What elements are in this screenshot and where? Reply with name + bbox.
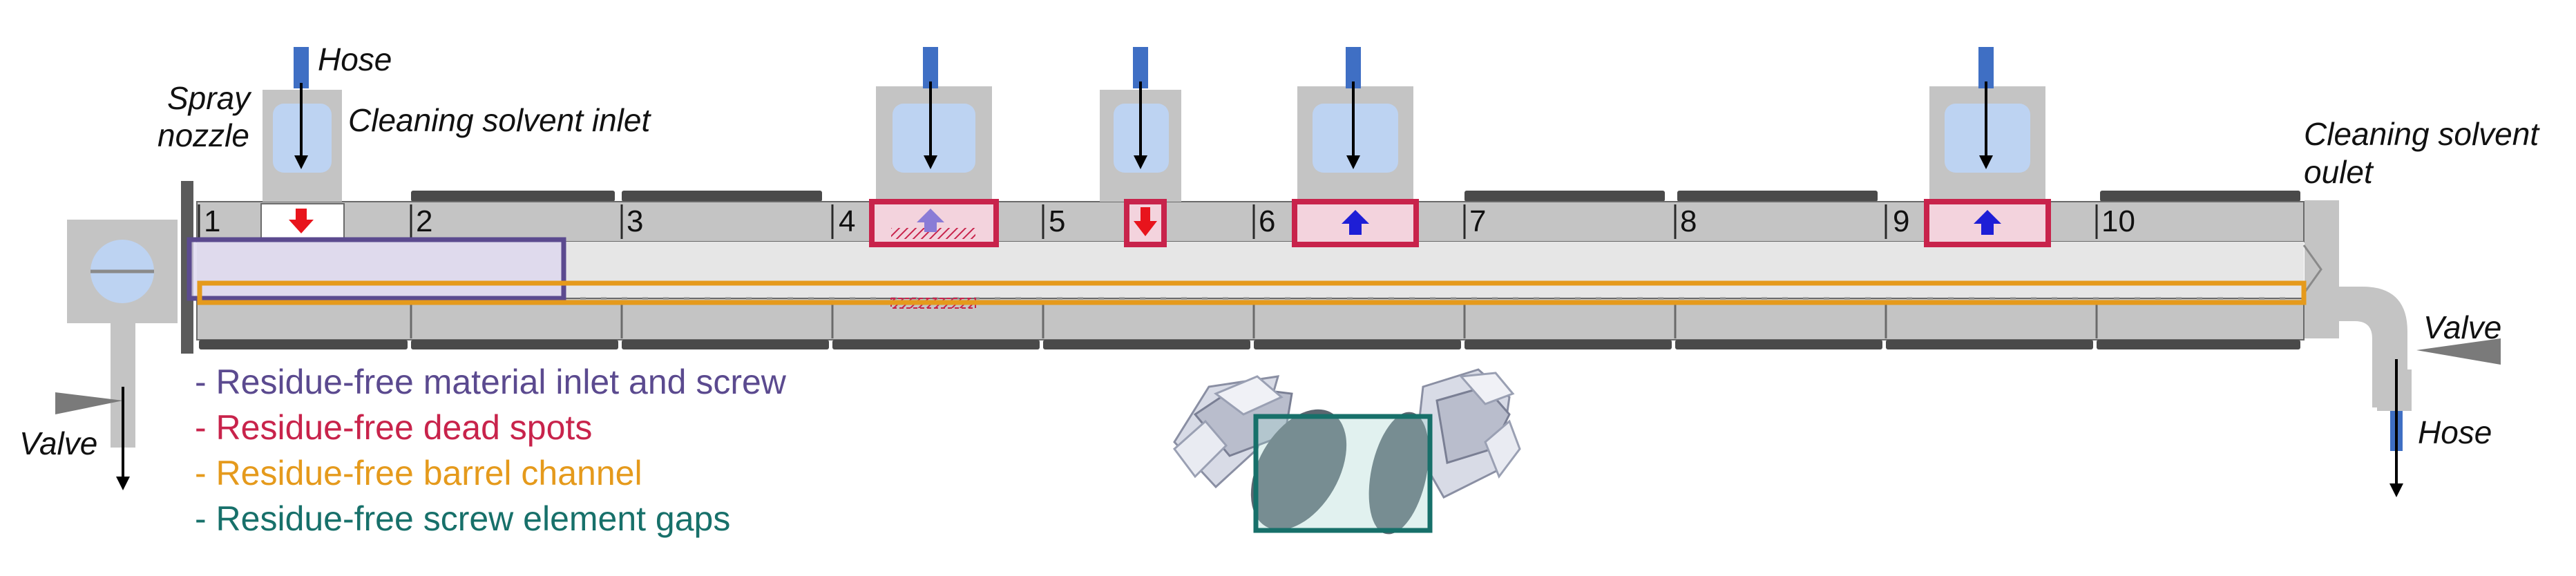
highlight-screw-gaps <box>1253 414 1433 533</box>
dead-spot-6 <box>1292 199 1419 247</box>
segment-number: 4 <box>839 204 855 238</box>
legend: - Residue-free material inlet and screw … <box>195 363 787 538</box>
segment-numbers: 1 2 3 4 5 6 7 8 9 10 <box>204 204 2135 238</box>
legend-item: - Residue-free dead spots <box>195 408 592 447</box>
port-9 <box>1929 47 2045 202</box>
label-spray-nozzle-1: Spray <box>167 80 252 116</box>
highlight-material-inlet <box>187 237 566 301</box>
right-outlet-assembly <box>2305 200 2501 497</box>
outlet-arrow-faded <box>917 209 944 232</box>
port-4 <box>876 47 992 202</box>
dead-spot-9 <box>1924 199 2051 247</box>
left-valve-icon <box>55 392 123 414</box>
legend-item: - Residue-free material inlet and screw <box>195 363 787 401</box>
label-spray-nozzle-2: nozzle <box>158 117 249 153</box>
left-screw-element <box>1172 375 1347 530</box>
outlet-arrow-blue <box>1342 210 1369 235</box>
segment-number: 3 <box>627 204 643 238</box>
segment-number: 8 <box>1680 204 1697 238</box>
inlet-arrow-red <box>289 209 314 233</box>
screw-elements-illustration <box>1172 368 1521 535</box>
segment-number: 10 <box>2101 204 2135 238</box>
label-hose-right: Hose <box>2418 414 2492 450</box>
label-cleaning-solvent-outlet-1: Cleaning solvent <box>2304 116 2540 152</box>
right-screw-element <box>1368 368 1521 535</box>
right-valve-icon <box>2416 338 2501 365</box>
heater-bands-top <box>411 191 2300 202</box>
label-valve-left: Valve <box>19 425 97 461</box>
port-5 <box>1100 47 1181 202</box>
segment-number: 7 <box>1469 204 1486 238</box>
segment-number: 2 <box>416 204 432 238</box>
heater-bands-bottom <box>199 340 2300 349</box>
label-hose-top: Hose <box>318 41 392 77</box>
outlet-arrow-blue <box>1974 210 2001 235</box>
inlet-arrow-red <box>1134 207 1157 236</box>
label-cleaning-solvent-inlet: Cleaning solvent inlet <box>348 102 651 138</box>
legend-item: - Residue-free barrel channel <box>195 454 642 492</box>
legend-item: - Residue-free screw element gaps <box>195 499 730 538</box>
port-1-inlet <box>263 47 342 233</box>
segment-number: 9 <box>1893 204 1909 238</box>
dead-spot-4 <box>869 199 999 247</box>
dead-spot-5 <box>1124 199 1167 247</box>
port-6 <box>1297 47 1413 202</box>
highlight-barrel-channel <box>197 280 2307 305</box>
barrel-bottom <box>196 298 2305 340</box>
segment-number: 6 <box>1259 204 1275 238</box>
label-valve-right: Valve <box>2423 309 2501 345</box>
label-cleaning-solvent-outlet-2: oulet <box>2304 154 2374 190</box>
segment-number: 1 <box>204 204 220 238</box>
left-valve-assembly <box>55 220 178 490</box>
segment-number: 5 <box>1049 204 1065 238</box>
